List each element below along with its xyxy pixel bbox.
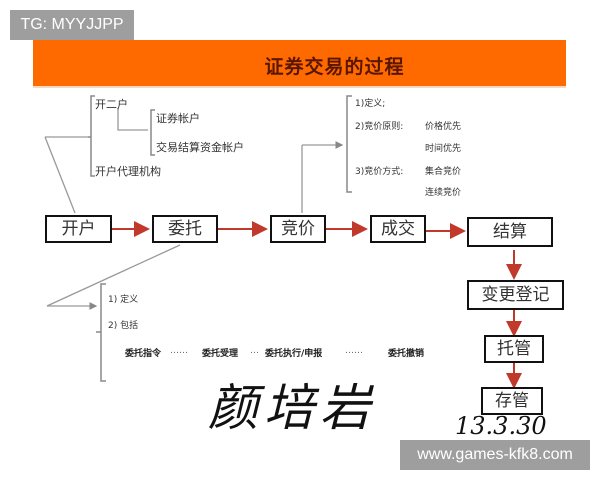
order-instruction: 委托指令 <box>125 349 162 359</box>
price-priority: 价格优先 <box>425 122 462 132</box>
handwritten-date: 13.3.30 <box>455 412 547 440</box>
watermark-bottom-right: www.games-kfk8.com <box>400 440 590 470</box>
separator-3: …… <box>345 346 363 356</box>
order-execution: 委托执行/申报 <box>265 349 323 359</box>
bidding-definition: 1)定义; <box>355 99 386 109</box>
step-open-account: 开户 <box>45 215 112 243</box>
order-includes: 2) 包括 <box>108 321 139 331</box>
step-settlement: 结算 <box>467 217 553 247</box>
securities-account-label: 证券帐户 <box>156 112 200 125</box>
order-definition: 1) 定义 <box>108 295 139 305</box>
page-title: 证券交易的过程 <box>264 56 405 78</box>
handwritten-signature: 颜培岩 <box>208 379 376 437</box>
step-order: 委托 <box>152 215 218 243</box>
time-priority: 时间优先 <box>425 144 462 154</box>
step-depository: 存管 <box>481 387 543 415</box>
bidding-principle-label: 2)竞价原则: <box>355 122 404 132</box>
order-cancellation: 委托撤销 <box>388 349 425 359</box>
step-bidding: 竞价 <box>270 215 326 243</box>
step-custody: 托管 <box>484 335 544 363</box>
open-two-accounts-label: 开二户 <box>95 98 128 111</box>
bidding-method-label: 3)竞价方式: <box>355 167 404 177</box>
continuous-auction: 连续竞价 <box>425 188 462 198</box>
call-auction: 集合竞价 <box>425 167 462 177</box>
step-change-registration: 变更登记 <box>467 280 564 310</box>
separator-2: … <box>250 346 259 356</box>
settlement-account-label: 交易结算资金帐户 <box>156 141 244 154</box>
order-acceptance: 委托受理 <box>202 349 239 359</box>
step-deal: 成交 <box>370 215 426 243</box>
separator-1: …… <box>170 346 188 356</box>
title-banner: 证券交易的过程 <box>33 40 566 88</box>
watermark-top-left: TG: MYYJJPP <box>10 10 134 40</box>
account-agency-label: 开户代理机构 <box>95 165 161 178</box>
